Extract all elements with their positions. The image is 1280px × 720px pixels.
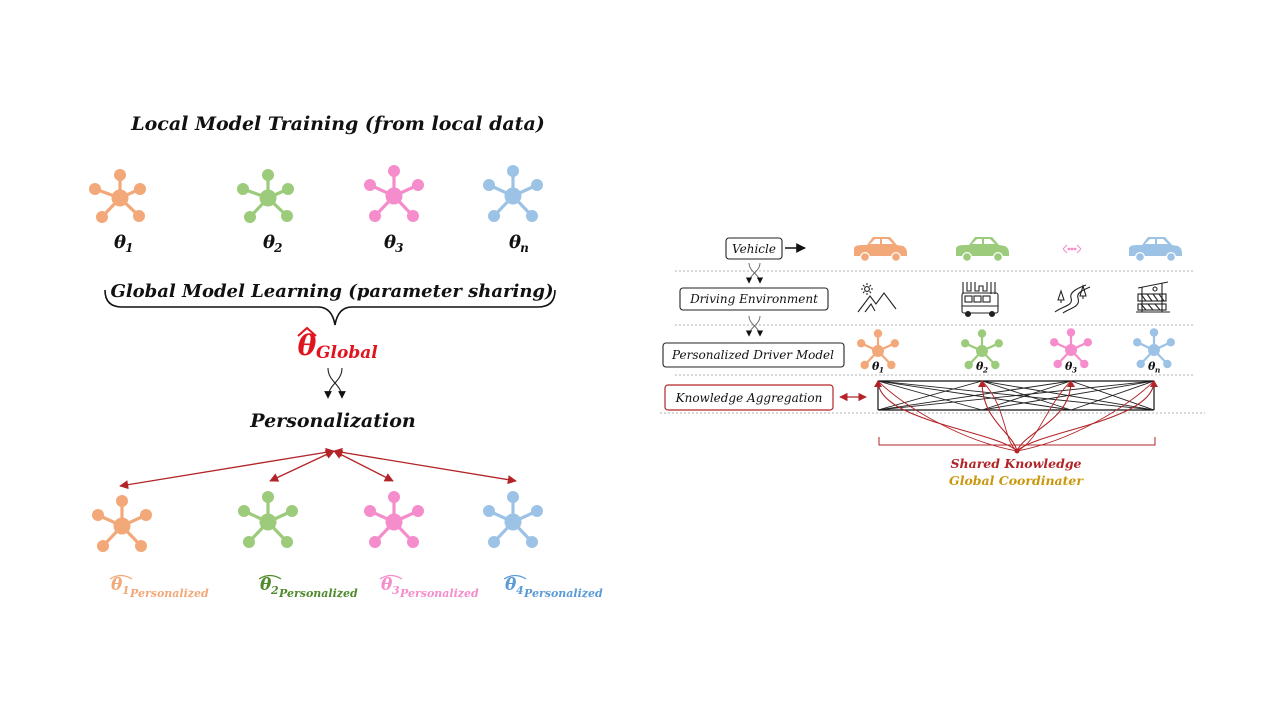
- svg-text:θ: θ: [976, 360, 984, 373]
- local-model-3-star-network-icon: [364, 165, 424, 222]
- aggregation-label: Knowledge Aggregation: [675, 391, 823, 405]
- driver-model-3-star-network-icon: [1050, 328, 1093, 369]
- construction-icon: [1136, 281, 1170, 313]
- svg-text:4: 4: [516, 584, 524, 597]
- driver-model-box: Personalized Driver Model: [662, 342, 845, 368]
- local-model-2-star-network-icon: [237, 169, 294, 223]
- personalization-label: Personalization: [249, 410, 415, 432]
- global-learning-label: Global Model Learning (parameter sharing…: [110, 281, 553, 302]
- svg-text:1: 1: [122, 584, 130, 597]
- aggregation-box: Knowledge Aggregation: [664, 384, 834, 411]
- svg-text:2: 2: [982, 365, 988, 374]
- svg-text:Personalized: Personalized: [278, 587, 358, 600]
- vehicle-label: Vehicle: [732, 242, 776, 256]
- city-bus-icon: [961, 282, 999, 318]
- environment-label: Driving Environment: [689, 292, 818, 306]
- aggregation-mesh: [877, 380, 1155, 411]
- environment-box: Driving Environment: [679, 287, 829, 311]
- global-coordinator-label: Global Coordinater: [949, 473, 1084, 488]
- driver-model-4-star-network-icon: [1133, 328, 1176, 369]
- local-training-title: Local Model Training (from local data): [130, 113, 545, 135]
- svg-text:1: 1: [879, 365, 884, 374]
- row-separators: [660, 270, 1205, 414]
- local-model-1-star-network-icon: [89, 169, 146, 223]
- winding-road-icon: [1054, 284, 1091, 314]
- driver-models: [857, 328, 1176, 370]
- vehicle-box: Vehicle: [725, 237, 783, 260]
- right-diagram: Vehicle Driving Environment Personalized…: [660, 237, 1205, 488]
- svg-text:θ: θ: [1065, 360, 1073, 373]
- svg-text:2: 2: [270, 584, 279, 597]
- personalized-model-2-star-network-icon: [238, 491, 298, 548]
- local-models: [89, 165, 543, 223]
- vehicle-1-car-icon: [854, 237, 907, 262]
- left-diagram: Local Model Training (from local data) θ…: [89, 113, 603, 600]
- ellipsis-arrow-icon: [1062, 244, 1082, 254]
- svg-text:n: n: [520, 241, 529, 255]
- driver-model-2-star-network-icon: [961, 329, 1003, 370]
- personalized-model-1-star-network-icon: [92, 495, 152, 552]
- svg-text:3: 3: [395, 241, 403, 255]
- coordinator-bracket: [878, 437, 1156, 446]
- personalized-models: [92, 491, 543, 552]
- svg-text:n: n: [1155, 365, 1160, 374]
- svg-text:1: 1: [125, 241, 133, 255]
- svg-text:2: 2: [273, 241, 282, 255]
- svg-text:Personalized: Personalized: [399, 587, 479, 600]
- svg-text:θ: θ: [260, 575, 272, 595]
- coordinator-hub: [1014, 448, 1020, 454]
- svg-text:θ: θ: [872, 360, 880, 373]
- svg-text:θ: θ: [298, 329, 317, 362]
- vehicle-n-car-icon: [1129, 237, 1182, 262]
- svg-text:Global: Global: [316, 343, 378, 363]
- driver-model-1-star-network-icon: [857, 329, 899, 370]
- distribution-arrow-2: [269, 450, 335, 482]
- personalized-model-3-star-network-icon: [364, 491, 424, 548]
- distribution-arrow-4: [333, 447, 517, 485]
- svg-text:θ: θ: [509, 232, 521, 253]
- svg-text:3: 3: [1072, 365, 1077, 374]
- coordinator-links: [874, 380, 1158, 452]
- exchange-arrows-icon: [324, 367, 346, 399]
- mountain-sun-icon: [857, 283, 897, 313]
- vehicles: [854, 237, 1182, 262]
- svg-text:Personalized: Personalized: [129, 587, 209, 600]
- distribution-arrow-1: [119, 447, 335, 490]
- personalized-model-4-star-network-icon: [483, 491, 543, 548]
- svg-text:θ: θ: [381, 575, 393, 595]
- svg-text:θ: θ: [114, 232, 126, 253]
- svg-text:θ: θ: [1148, 360, 1156, 373]
- distribution-arrows: [119, 447, 517, 490]
- global-brace: [104, 289, 556, 326]
- svg-text:θ: θ: [111, 575, 123, 595]
- svg-text:3: 3: [392, 584, 400, 597]
- local-model-4-star-network-icon: [483, 165, 543, 222]
- svg-text:θ: θ: [263, 232, 275, 253]
- global-model-label: θ Global: [297, 326, 378, 363]
- svg-text:θ: θ: [384, 232, 396, 253]
- driver-model-label: Personalized Driver Model: [671, 348, 834, 362]
- svg-text:Personalized: Personalized: [523, 587, 603, 600]
- vehicle-2-car-icon: [956, 237, 1009, 262]
- exchange-arrows-icon: [745, 262, 764, 337]
- shared-knowledge-label: Shared Knowledge: [950, 456, 1081, 471]
- svg-text:θ: θ: [505, 575, 517, 595]
